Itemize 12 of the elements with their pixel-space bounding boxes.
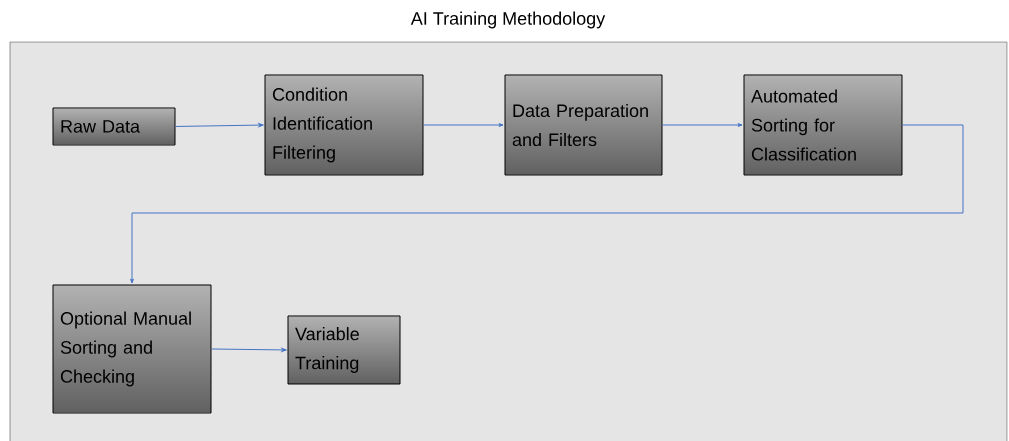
arrow — [423, 123, 504, 127]
process-box: Data Preparation and Filters — [504, 74, 663, 176]
process-box: Condition Identification Filtering — [264, 74, 424, 176]
arrow — [175, 123, 264, 127]
diagram-title: AI Training Methodology — [410, 11, 606, 29]
process-box: Optional Manual Sorting and Checking — [52, 284, 212, 414]
process-box: Automated Sorting for Classification — [743, 74, 903, 176]
process-box: Raw Data — [52, 107, 176, 146]
arrow — [662, 123, 743, 127]
arrow — [130, 124, 964, 284]
process-box: Variable Training — [287, 315, 401, 385]
arrow — [211, 348, 287, 352]
